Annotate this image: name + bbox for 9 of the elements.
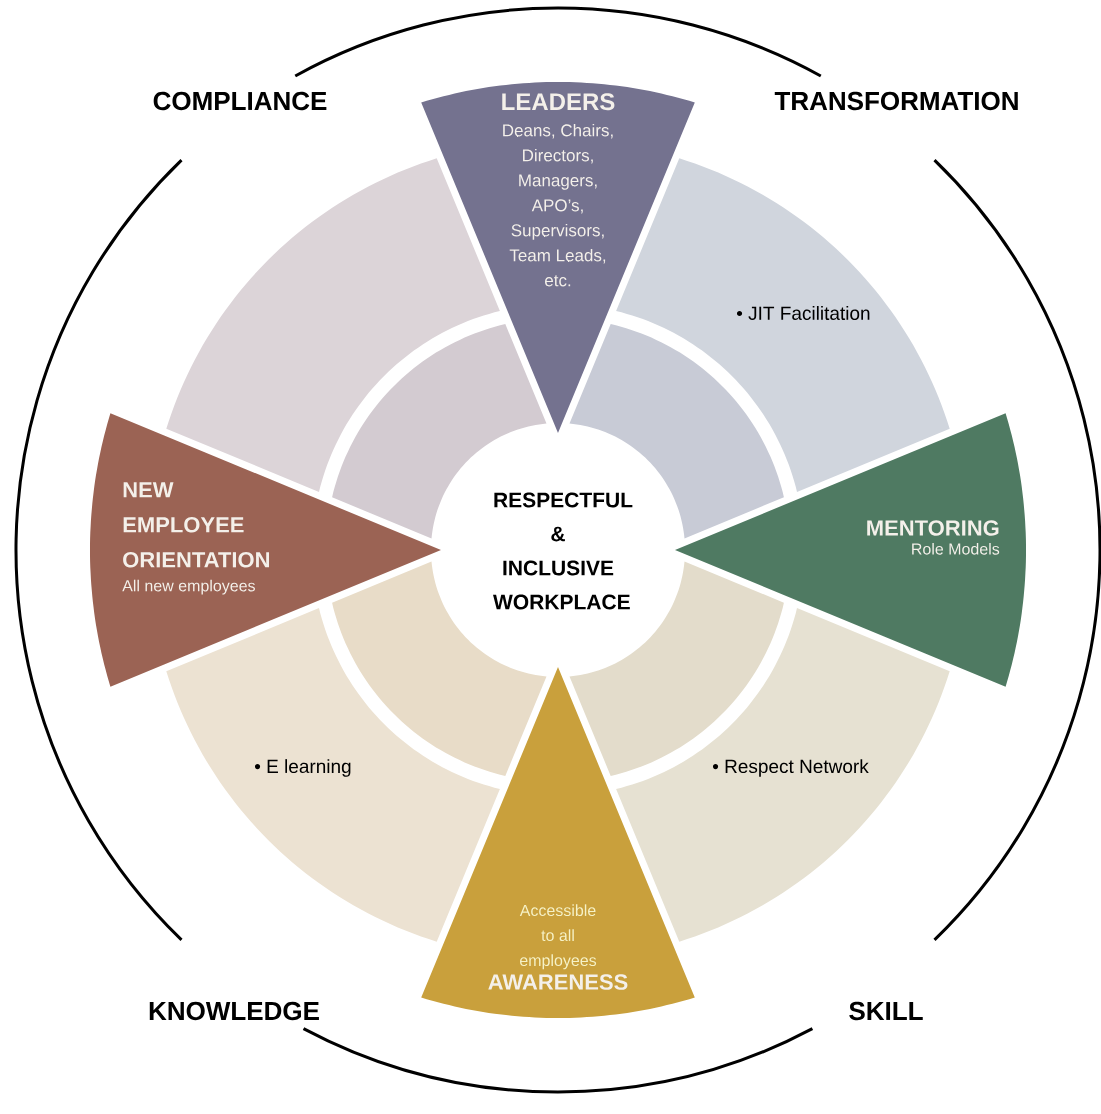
wedge-segment: MENTORING Role Models	[675, 413, 1026, 687]
corner-label: KNOWLEDGE	[149, 1001, 319, 1021]
ring-segment: • JIT Facilitation	[616, 158, 950, 492]
corner-label: TRANSFORMATION	[774, 91, 1018, 111]
corner-label: COMPLIANCE	[153, 91, 327, 111]
wedge-segment: Accessible to all employees AWARENESS	[421, 667, 695, 1018]
wedge-segment: LEADERS Deans, Chairs, Directors, Managers, APO’s, Supervisors, Team Leads, etc.	[421, 82, 695, 433]
wedge-segment: NEW EMPLOYEE ORIENTATION All new employees	[90, 413, 441, 687]
corner-label: SKILL	[849, 1001, 923, 1021]
